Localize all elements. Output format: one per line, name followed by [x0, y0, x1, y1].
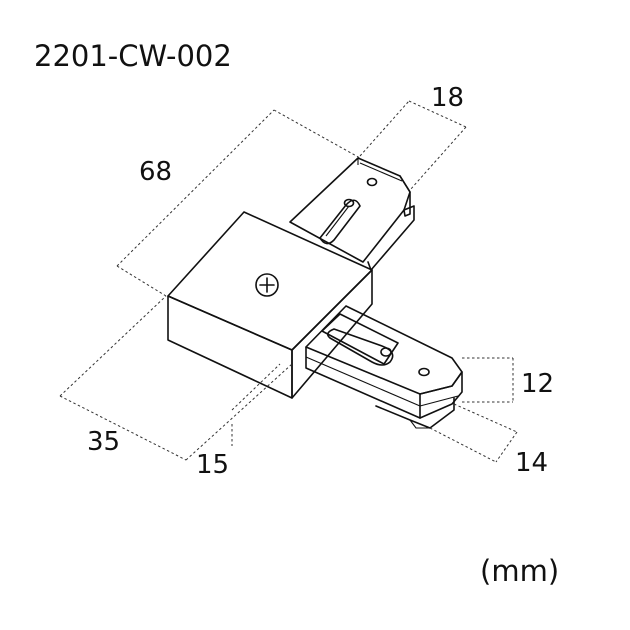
center-screw-icon — [255, 273, 279, 297]
dimension-35-label: 35 — [87, 427, 120, 457]
unit-label: (mm) — [480, 554, 559, 588]
dimension-12-label: 12 — [521, 369, 554, 399]
dimension-14-label: 14 — [515, 448, 548, 478]
rail-pin-hole-icon — [366, 177, 378, 187]
dimension-68-label: 68 — [139, 157, 172, 187]
model-number: 2201-CW-002 — [34, 39, 232, 73]
t-connector — [167, 157, 463, 429]
front-rail-pin-hole-icon — [418, 367, 430, 377]
dimension-lines — [59, 100, 518, 463]
front-rail-arm — [305, 305, 463, 429]
back-rail-arm — [289, 157, 415, 271]
dimension-15-label: 15 — [196, 450, 229, 480]
dimension-18-label: 18 — [431, 83, 464, 113]
front-rail-screw-hole-icon — [380, 347, 392, 357]
center-block — [167, 211, 373, 399]
rail-screw-hole-icon — [343, 198, 355, 208]
